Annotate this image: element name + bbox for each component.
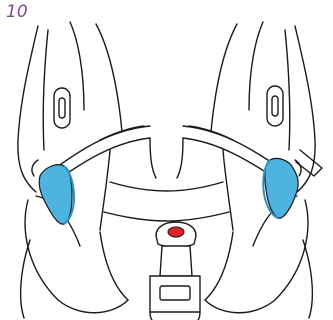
shoulder-straps bbox=[50, 126, 283, 184]
left-headrest-slot bbox=[54, 88, 70, 128]
left-belt-guide-icon bbox=[39, 165, 74, 224]
buckle-icon bbox=[150, 222, 200, 320]
torso bbox=[100, 138, 233, 230]
right-headrest-slot bbox=[267, 86, 283, 126]
right-belt-guide-icon bbox=[263, 158, 298, 218]
